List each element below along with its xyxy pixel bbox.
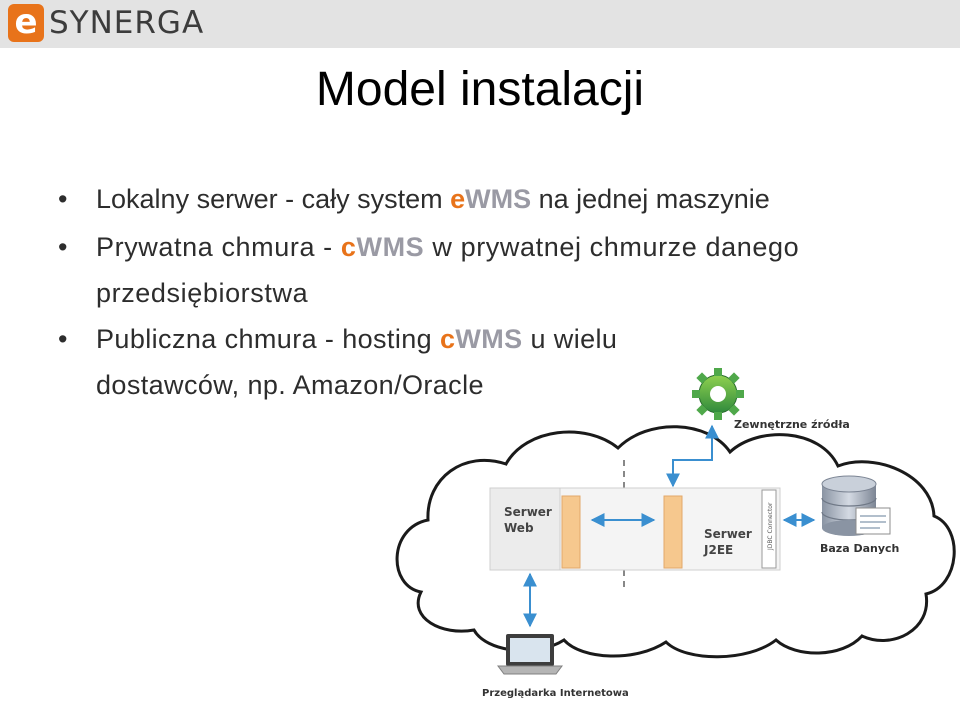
bullet-public-cloud: Publiczna chmura - hosting cWMS u wielu … — [58, 316, 636, 408]
header-bar: e SYNERGA — [0, 0, 960, 48]
bullet-private-cloud: Prywatna chmura - cWMS w prywatnej chmur… — [58, 224, 856, 316]
web-server-label: Serwer Web — [504, 505, 556, 535]
browser-label: Przeglądarka Internetowa — [482, 688, 629, 699]
brand-cwms: cWMS — [439, 324, 523, 354]
architecture-diagram: Zewnętrzne źródła JDBC Connector Serwer … — [395, 368, 956, 699]
esynerga-logo: e SYNERGA — [8, 3, 204, 43]
external-sources-label: Zewnętrzne źródła — [734, 418, 850, 431]
brand-cwms: cWMS — [340, 232, 425, 262]
app-server-label: Serwer J2EE — [703, 527, 756, 557]
database-label: Baza Danych — [820, 542, 899, 555]
bullet-list: Lokalny serwer - cały system eWMS na jed… — [58, 176, 878, 408]
logo-letter: e — [8, 4, 44, 42]
jdbc-connector-label: JDBC Connector — [767, 502, 774, 551]
slide-title: Model instalacji — [315, 63, 645, 116]
gear-icon — [692, 368, 744, 420]
bullet-local-server: Lokalny serwer - cały system eWMS na jed… — [58, 176, 796, 222]
brand-ewms: eWMS — [450, 184, 532, 214]
database-icon — [821, 475, 891, 536]
logo-text: SYNERGA — [49, 5, 205, 41]
laptop-icon — [497, 634, 563, 675]
